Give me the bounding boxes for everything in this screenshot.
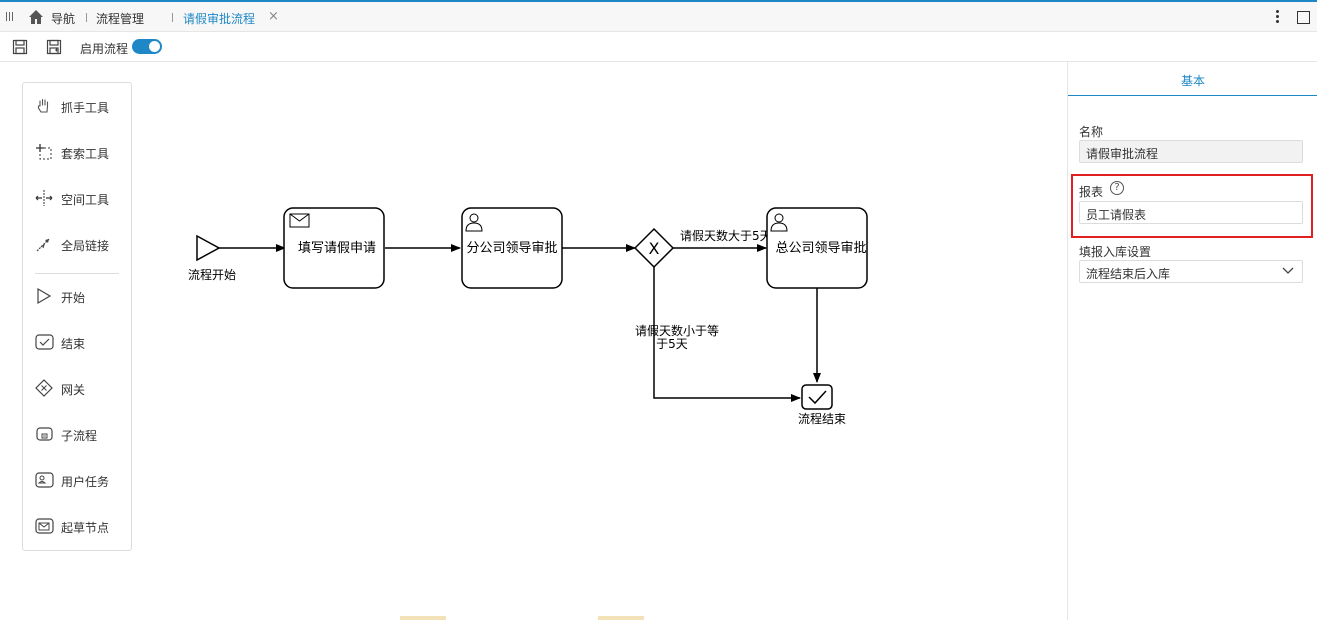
end-event[interactable]: [801, 384, 833, 410]
task-branch-leader-label: 分公司领导审批: [466, 241, 557, 256]
tab-separator: [86, 13, 87, 22]
palette-label: 套索工具: [61, 147, 110, 161]
condition-label-more-than-5: 请假天数大于5天: [680, 228, 772, 243]
palette-space-tool[interactable]: 空间工具: [35, 187, 125, 209]
hand-icon: [37, 98, 49, 113]
gateway-x-marker: X: [649, 239, 660, 258]
name-field[interactable]: 请假审批流程: [1079, 140, 1303, 163]
palette-label: 用户任务: [61, 475, 110, 489]
more-options-icon[interactable]: [1276, 10, 1280, 26]
maximize-icon[interactable]: [1297, 11, 1310, 24]
user-icon: [465, 213, 483, 232]
palette-label: 网关: [61, 383, 86, 397]
bpmn-diagram: 流程开始 填写请假申请 分公司领导审批 X 请假天数大于5天 请假天数小于等 于…: [188, 207, 868, 426]
tab-nav[interactable]: 导航: [51, 12, 76, 26]
properties-panel: 基本 名称 请假审批流程 报表 ? 员工请假表 填报入库设置 流程结束后入库: [1067, 62, 1317, 620]
toolbar: 启用流程: [0, 32, 1317, 62]
user-icon: [770, 213, 788, 232]
palette-global-connect[interactable]: 全局链接: [35, 233, 125, 255]
task-branch-leader-approval[interactable]: [461, 207, 563, 289]
condition-label-le-5-line1: 请假天数小于等: [635, 323, 719, 338]
checkmark-icon: [808, 390, 827, 405]
storage-setting-value: 流程结束后入库: [1086, 267, 1171, 281]
close-tab-icon[interactable]: ×: [268, 9, 279, 24]
save-as-icon[interactable]: [46, 39, 62, 55]
tool-palette: 抓手工具 套索工具 空间工具 全局链接 开始: [22, 82, 132, 551]
end-event-label: 流程结束: [798, 411, 846, 426]
space-icon: [35, 190, 53, 206]
palette-divider: [35, 273, 119, 274]
sequence-flow-le-5[interactable]: [653, 267, 801, 402]
tab-separator: [172, 13, 173, 22]
start-event-label: 流程开始: [188, 267, 236, 282]
enable-process-toggle[interactable]: [132, 39, 162, 54]
tab-bar: 导航 流程管理 请假审批流程 ×: [0, 2, 1317, 32]
report-label: 报表: [1079, 185, 1104, 199]
start-event-icon: [37, 287, 52, 305]
connect-icon: [36, 238, 50, 252]
lasso-icon: [36, 144, 52, 160]
tab-basic-label: 基本: [1180, 74, 1205, 88]
palette-draft-node[interactable]: 起草节点: [35, 515, 125, 537]
palette-gateway[interactable]: 网关: [35, 377, 125, 399]
task-hq-leader-label: 总公司领导审批: [775, 241, 866, 256]
palette-label: 空间工具: [61, 193, 110, 207]
palette-end-event[interactable]: 结束: [35, 331, 125, 353]
subprocess-icon: [36, 427, 53, 441]
tab-leave-approval[interactable]: 请假审批流程: [183, 12, 256, 26]
palette-hand-tool[interactable]: 抓手工具: [35, 95, 125, 117]
palette-label: 开始: [61, 291, 86, 305]
user-task-icon: [35, 472, 54, 488]
storage-setting-select[interactable]: 流程结束后入库: [1079, 260, 1303, 283]
diagram-canvas[interactable]: 流程开始 填写请假申请 分公司领导审批 X 请假天数大于5天 请假天数小于等 于…: [140, 62, 1067, 620]
save-icon[interactable]: [12, 39, 28, 55]
gateway-icon: [35, 379, 53, 397]
bottom-edge-mark: [598, 616, 644, 620]
task-fill-form-label: 填写请假申请: [298, 241, 376, 256]
palette-subprocess[interactable]: 子流程: [35, 423, 125, 445]
name-label: 名称: [1079, 125, 1104, 139]
palette-lasso-tool[interactable]: 套索工具: [35, 141, 125, 163]
exclusive-gateway[interactable]: [633, 227, 675, 269]
tab-process-management[interactable]: 流程管理: [96, 12, 145, 26]
palette-label: 抓手工具: [61, 101, 110, 115]
task-fill-form[interactable]: [283, 207, 385, 289]
palette-label: 全局链接: [61, 239, 110, 253]
tab-basic[interactable]: 基本: [1068, 62, 1317, 96]
bottom-edge-mark: [400, 616, 446, 620]
chevron-down-icon: [1282, 267, 1294, 274]
condition-label-le-5-line2: 于5天: [656, 337, 688, 351]
envelope-icon: [289, 213, 310, 228]
report-field[interactable]: 员工请假表: [1079, 201, 1303, 224]
palette-start-event[interactable]: 开始: [35, 285, 125, 307]
home-icon[interactable]: [28, 9, 44, 25]
enable-process-label: 启用流程: [80, 42, 129, 56]
draft-node-icon: [35, 518, 54, 534]
end-event-icon: [35, 334, 54, 350]
task-hq-leader-approval[interactable]: [766, 207, 868, 289]
help-icon[interactable]: ?: [1110, 181, 1124, 195]
palette-label: 起草节点: [61, 521, 110, 535]
menu-grip-icon[interactable]: [6, 10, 16, 24]
start-event[interactable]: [196, 234, 221, 262]
top-accent-line: [0, 0, 1317, 2]
palette-label: 子流程: [61, 429, 98, 443]
palette-user-task[interactable]: 用户任务: [35, 469, 125, 491]
palette-label: 结束: [61, 337, 86, 351]
storage-setting-label: 填报入库设置: [1079, 245, 1152, 259]
report-highlight-box: [1071, 174, 1313, 238]
toggle-knob: [149, 41, 160, 52]
